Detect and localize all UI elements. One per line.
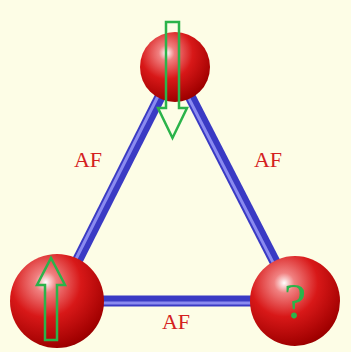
bond-bar-shine <box>187 95 274 265</box>
spin-arrow-outline <box>37 258 65 340</box>
atom-sphere <box>10 254 104 348</box>
coupling-label: AF <box>74 149 102 171</box>
spin-arrow-outline <box>158 22 187 138</box>
bond-bar-shine <box>100 302 254 305</box>
bond-bar-body <box>76 95 161 263</box>
bond-bar <box>187 95 276 266</box>
bond-bar-body <box>100 296 254 307</box>
bond-bar <box>75 94 161 263</box>
spin-arrow <box>10 254 104 348</box>
bond-bar-shine <box>75 94 160 262</box>
unknown-spin-mark: ? <box>284 276 306 326</box>
atom-sphere: ? <box>250 256 340 346</box>
bond-bar-body <box>189 95 276 265</box>
spin-arrow <box>140 32 210 102</box>
atom-sphere <box>140 32 210 102</box>
bond-bar <box>100 301 254 303</box>
coupling-label: AF <box>254 149 282 171</box>
coupling-label: AF <box>162 311 190 333</box>
